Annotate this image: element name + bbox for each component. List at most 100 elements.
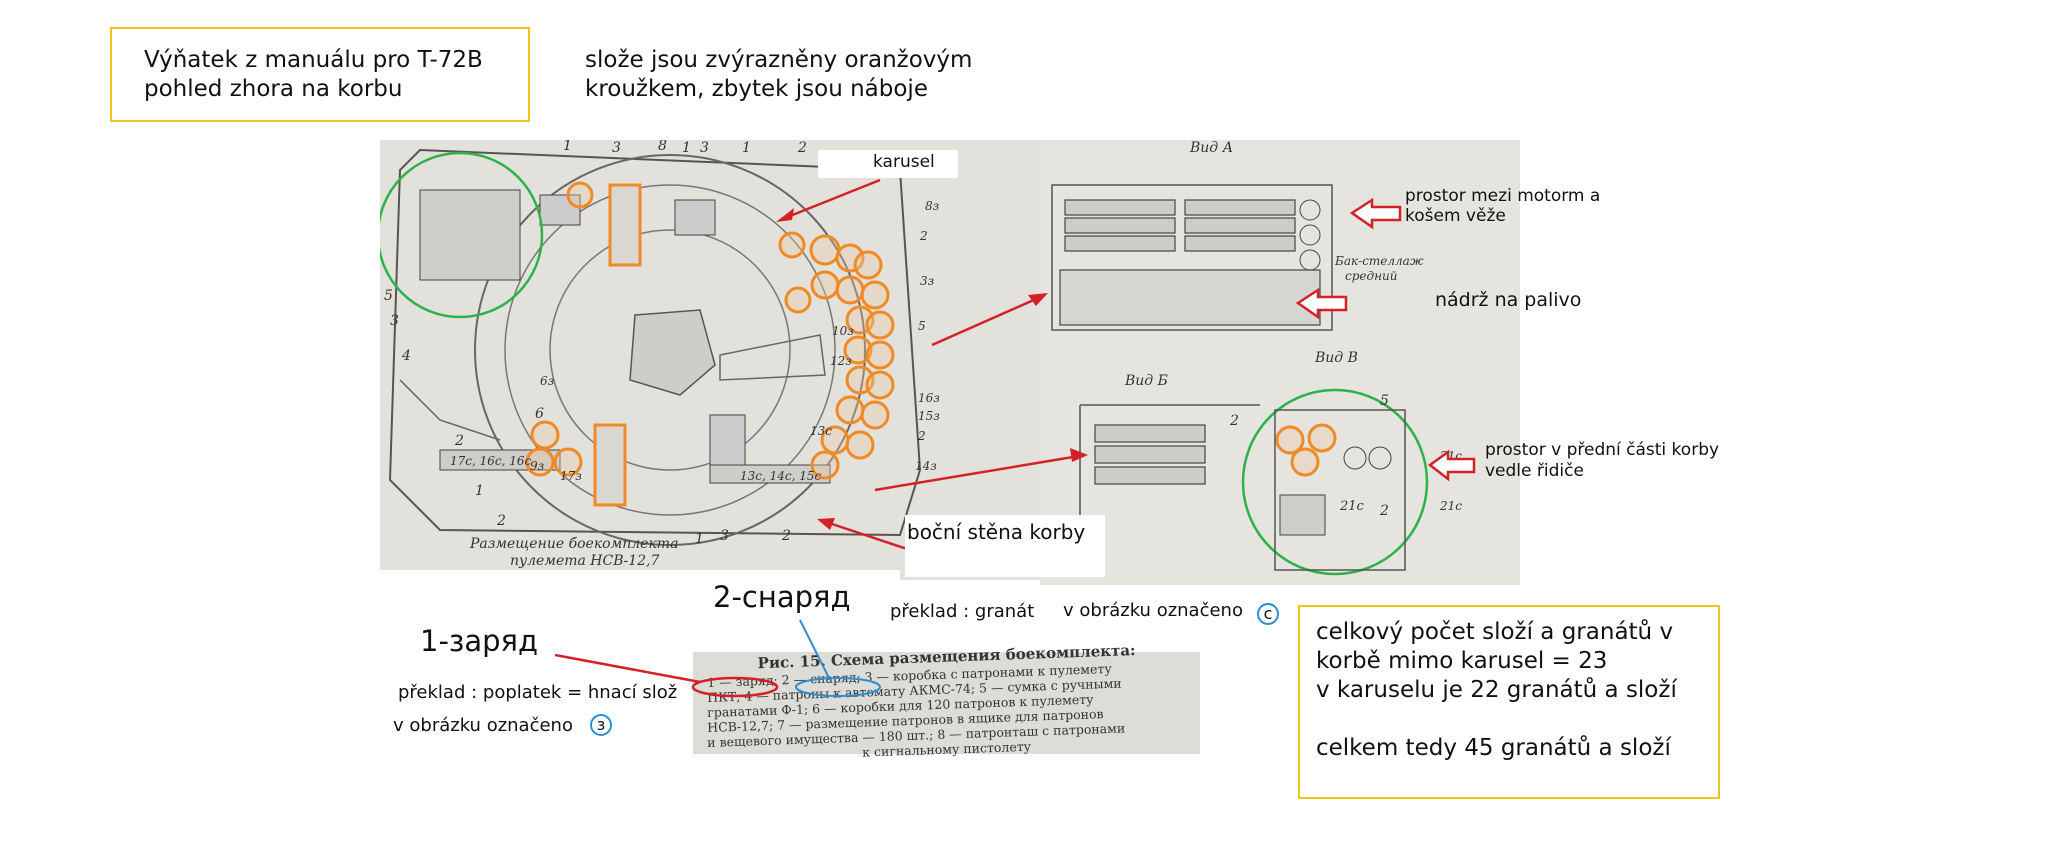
view-b-shell-1 bbox=[1094, 424, 1206, 443]
num-1d: 1 bbox=[475, 483, 484, 499]
marked-c-text: v obrázku označeno bbox=[1063, 600, 1243, 621]
term-zaryad: 1-заряд bbox=[420, 624, 539, 658]
summary-line-3: v karuselu je 22 granátů a složí bbox=[1316, 677, 1677, 703]
legend-scan: Рис. 15. Схема размещения боекомплекта: … bbox=[693, 641, 1200, 760]
arrow-view-b-line bbox=[874, 453, 1086, 492]
code-5: 5 bbox=[918, 319, 926, 333]
turret-ring-mid bbox=[504, 184, 836, 516]
label-front-space-2: vedle řidiče bbox=[1485, 461, 1584, 481]
charge-26 bbox=[1290, 447, 1320, 477]
arrow-view-a-head bbox=[1028, 293, 1048, 306]
num-4: 4 bbox=[401, 348, 411, 364]
view-a-disc-1 bbox=[1299, 199, 1321, 221]
code-17z: 17з bbox=[560, 469, 582, 483]
arrow-view-a-line bbox=[931, 293, 1046, 347]
view-b-label: Вид Б bbox=[1124, 373, 1168, 389]
num-1b: 1 bbox=[682, 140, 691, 156]
code-15z: 15з bbox=[918, 409, 940, 423]
charge-12 bbox=[865, 340, 895, 370]
translation-granat: překlad : granát bbox=[890, 601, 1035, 622]
num-2e: 2 bbox=[1379, 503, 1389, 519]
view-a-shell-6 bbox=[1184, 235, 1296, 252]
charge-10 bbox=[865, 310, 895, 340]
view-v-code-2: 21с bbox=[1339, 499, 1365, 514]
num-1e: 1 bbox=[695, 531, 704, 547]
label-bg-side-wall bbox=[905, 515, 1105, 577]
view-v-hatch-1 bbox=[1343, 446, 1367, 470]
summary-box: celkový počet složí a granátů v korbě mi… bbox=[1298, 605, 1720, 799]
code-9z: 9з bbox=[530, 459, 544, 473]
charge-3 bbox=[809, 234, 841, 266]
num-3c: 3 bbox=[390, 313, 399, 329]
arrow-front-space bbox=[1427, 449, 1476, 482]
charge-15 bbox=[835, 395, 865, 425]
view-v-hatch-2 bbox=[1368, 446, 1392, 470]
view-a-shell-5 bbox=[1184, 217, 1296, 234]
num-2: 2 bbox=[797, 140, 807, 156]
view-b-shell-3 bbox=[1094, 466, 1206, 485]
charge-6 bbox=[810, 270, 840, 300]
charge-22 bbox=[525, 447, 555, 477]
shell-bottom-right bbox=[709, 464, 831, 484]
num-2d: 2 bbox=[781, 528, 791, 544]
code-12z: 12з bbox=[830, 354, 852, 368]
charge-2 bbox=[778, 231, 806, 259]
arrow-side-wall-line bbox=[819, 518, 911, 552]
scan-caption-1: Размещение боекомплекта bbox=[469, 536, 678, 552]
arrow-side-wall-head bbox=[817, 518, 835, 530]
box-rear-rack bbox=[419, 189, 521, 281]
num-1f: 5 bbox=[1380, 393, 1389, 409]
label-front-space-1: prostor v přední části korby bbox=[1485, 440, 1720, 460]
charge-19 bbox=[810, 450, 840, 480]
charge-8 bbox=[860, 280, 890, 310]
summary-line-4: celkem tedy 45 granátů a složí bbox=[1316, 735, 1671, 761]
label-engine-space-1: prostor mezi motorm a bbox=[1405, 186, 1601, 206]
translation-poplatek: překlad : poplatek = hnací slož bbox=[398, 682, 678, 703]
turret-ring-inner bbox=[549, 229, 791, 471]
hull-outline bbox=[388, 148, 922, 537]
view-a-shell-2 bbox=[1064, 217, 1176, 234]
diagram-scan: Вид А Бак-стеллаж средний Вид Б Вид В 21… bbox=[380, 140, 1520, 585]
gun-breech bbox=[719, 334, 826, 381]
arrow-engine-space bbox=[1349, 197, 1402, 230]
view-a-disc-2 bbox=[1299, 224, 1321, 246]
num-3b: 3 bbox=[700, 140, 709, 156]
charge-24 bbox=[1275, 425, 1305, 455]
charge-5 bbox=[853, 250, 883, 280]
pointer-zaryad bbox=[554, 653, 701, 684]
box-ammo-1 bbox=[539, 194, 581, 226]
box-carousel-top bbox=[608, 183, 642, 267]
term-snaryad: 2-снаряд bbox=[713, 580, 851, 614]
view-a-frame bbox=[1051, 184, 1333, 331]
view-a-shell-4 bbox=[1184, 199, 1296, 216]
view-a-shell-3 bbox=[1064, 235, 1176, 252]
charge-23 bbox=[553, 447, 583, 477]
view-a-tank bbox=[1059, 269, 1321, 326]
marked-z-letter: з bbox=[590, 714, 612, 736]
label-side-wall: boční stěna korby bbox=[907, 520, 1086, 544]
arrow-fuel-tank bbox=[1295, 287, 1348, 320]
num-1c: 1 bbox=[742, 140, 751, 156]
turret-ring-outer bbox=[474, 154, 866, 546]
charge-11 bbox=[843, 335, 873, 365]
charge-25 bbox=[1307, 423, 1337, 453]
code-13s-14s: 13с, 14с, 15с bbox=[740, 469, 822, 483]
charge-14 bbox=[865, 370, 895, 400]
view-a-disc-3 bbox=[1299, 249, 1321, 271]
title-box: Výňatek z manuálu pro T-72B pohled zhora… bbox=[110, 27, 530, 122]
view-v-code-3: 21с bbox=[1439, 499, 1462, 513]
charge-1 bbox=[566, 181, 594, 209]
view-a-shell-1 bbox=[1064, 199, 1176, 216]
num-2c: 2 bbox=[496, 513, 506, 529]
box-ammo-2 bbox=[674, 199, 716, 236]
arrow-view-b-head bbox=[1070, 448, 1088, 462]
num-3: 3 bbox=[612, 140, 621, 156]
note-top-line-1: slože jsou zvýrazněny oranžovým bbox=[585, 47, 973, 73]
title-line-2: pohled zhora na korbu bbox=[144, 76, 403, 102]
label-engine-space-2: košem věže bbox=[1405, 206, 1506, 226]
charge-20 bbox=[784, 286, 812, 314]
code-13s: 13с bbox=[810, 424, 832, 438]
code-8z: 8з bbox=[925, 199, 939, 213]
num-3d: 3 bbox=[720, 528, 729, 544]
charge-21 bbox=[530, 420, 560, 450]
